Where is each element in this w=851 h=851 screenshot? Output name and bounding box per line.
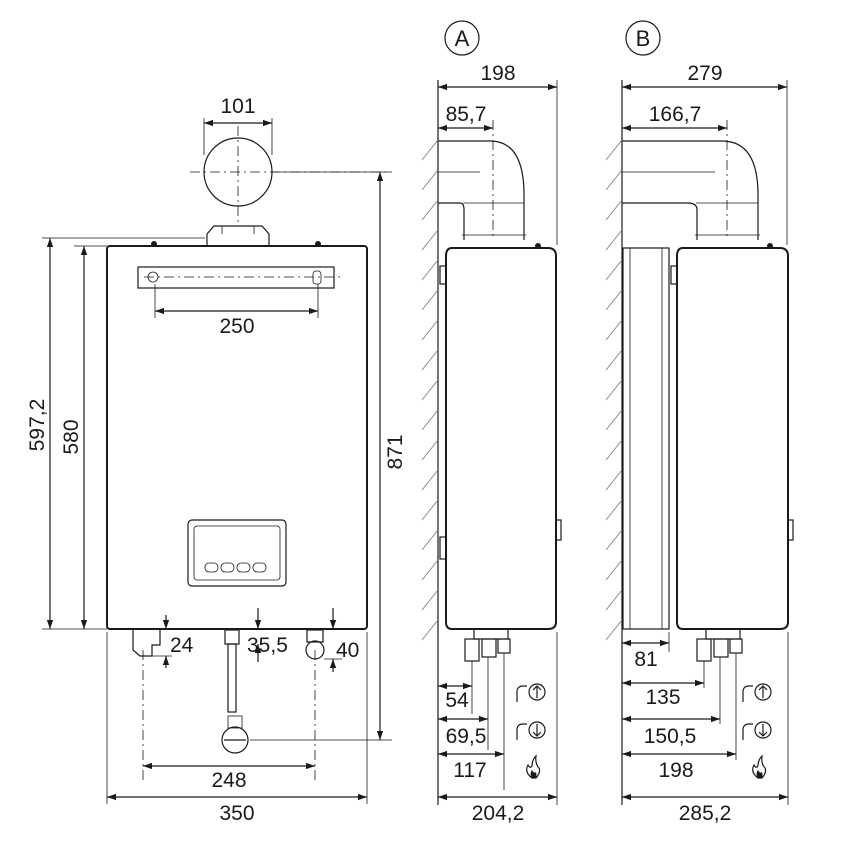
a-depth-bottom-dim: 204,2 xyxy=(472,802,525,825)
flue-width-dim: 101 xyxy=(220,95,255,118)
conn-2-dim: 35,5 xyxy=(247,634,288,657)
view-b-label: B xyxy=(636,26,651,51)
conn-spacing-dim: 248 xyxy=(211,769,246,792)
a-flue-offset-dim: 85,7 xyxy=(446,103,487,126)
height-2-dim: 580 xyxy=(60,419,83,454)
side-view-b: B 279 166,7 xyxy=(605,20,794,825)
flow-in-icon xyxy=(742,721,772,740)
flow-out-icon xyxy=(516,683,546,702)
view-a-label: A xyxy=(455,26,470,51)
b-depth-bottom-dim: 285,2 xyxy=(679,802,732,825)
boiler-body-b xyxy=(676,247,789,630)
side-view-a: A 198 85,7 xyxy=(421,20,562,825)
width-dim: 350 xyxy=(219,802,254,825)
height-total-dim: 871 xyxy=(384,434,407,469)
conn-3-dim: 40 xyxy=(336,639,359,662)
b-depth-top-dim: 279 xyxy=(687,62,722,85)
a-depth-top-dim: 198 xyxy=(480,62,515,85)
gas-flame-icon xyxy=(526,754,541,779)
boiler-body-a xyxy=(445,247,557,630)
conn-1-dim: 24 xyxy=(170,634,194,657)
flow-out-icon xyxy=(742,683,772,702)
a-d3-dim: 117 xyxy=(453,759,486,782)
spacer-frame xyxy=(622,247,670,630)
b-spacer-dim: 81 xyxy=(634,648,657,671)
a-d1-dim: 54 xyxy=(445,689,469,712)
b-flue-offset-dim: 166,7 xyxy=(649,103,702,126)
height-1-dim: 597,2 xyxy=(26,399,49,452)
gas-valve xyxy=(221,726,249,754)
b-d1-dim: 135 xyxy=(645,686,680,709)
b-d2-dim: 150,5 xyxy=(644,725,697,748)
gas-flame-icon xyxy=(752,754,767,779)
mounting-rail xyxy=(137,266,335,289)
boiler-body-front xyxy=(106,245,368,630)
b-d3-dim: 198 xyxy=(658,759,693,782)
control-panel xyxy=(187,519,287,587)
flow-in-icon xyxy=(516,721,546,740)
a-d2-dim: 69,5 xyxy=(446,725,487,748)
rail-width-dim: 250 xyxy=(219,315,254,338)
front-view: 101 250 xyxy=(26,95,407,825)
